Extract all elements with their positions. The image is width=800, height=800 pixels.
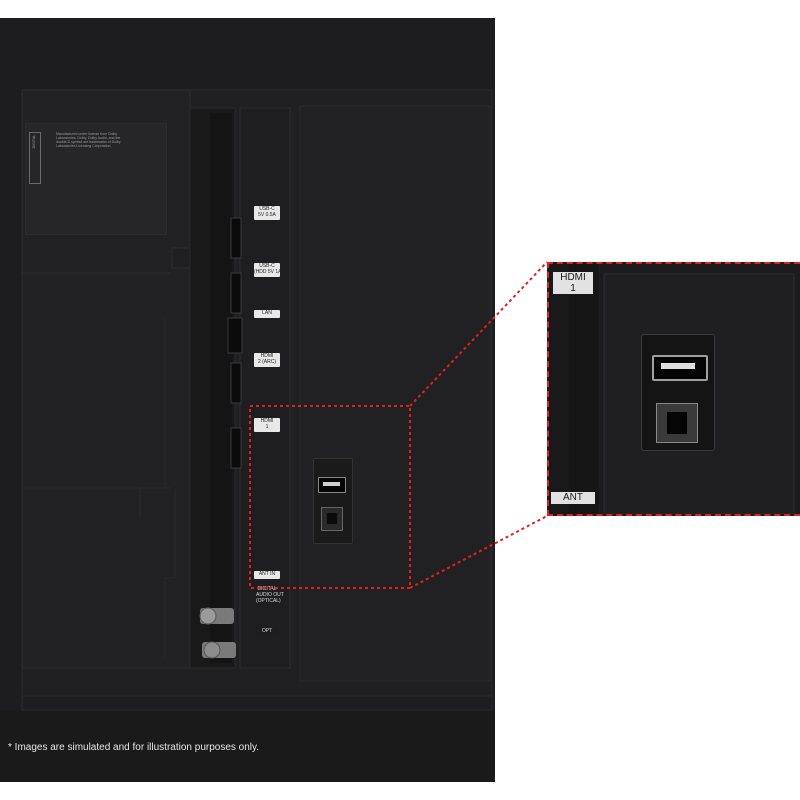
zoom-inset: HDMI 1 ANT <box>547 262 800 516</box>
label-opt: OPT <box>256 628 278 636</box>
port-module-small <box>313 458 353 544</box>
sticker-badge: DIGITAL <box>29 132 41 184</box>
zoom-hdmi-port-icon <box>652 355 708 381</box>
zoom-optical-port-icon <box>656 403 698 443</box>
zoom-port-module <box>641 334 715 451</box>
label-hdmi-2: HDMI 2 (ARC) <box>254 353 280 367</box>
coax-connector-lower <box>202 641 236 659</box>
hdmi-port-icon <box>318 477 346 493</box>
sticker-text: Manufactured under license from Dolby La… <box>56 132 121 148</box>
disclaimer-notice: * Images are simulated and for illustrat… <box>8 742 260 753</box>
zoom-label-hdmi-1: HDMI 1 <box>553 272 593 294</box>
optical-port-icon <box>321 507 343 531</box>
zoom-label-ant: ANT <box>551 492 595 504</box>
compliance-sticker: DIGITAL Manufactured under license from … <box>25 123 167 235</box>
label-usb-2: USB-C (HDD 5V 1A) <box>254 263 284 277</box>
label-ant-in: ANT IN <box>254 571 280 579</box>
tv-rear-panel: DIGITAL Manufactured under license from … <box>0 18 495 782</box>
coax-connector-upper <box>199 607 234 625</box>
label-usb-1: USB-C 5V 0.5A <box>254 206 280 220</box>
label-hdmi-1: HDMI 1 <box>254 418 280 432</box>
label-lan: LAN <box>254 310 280 318</box>
